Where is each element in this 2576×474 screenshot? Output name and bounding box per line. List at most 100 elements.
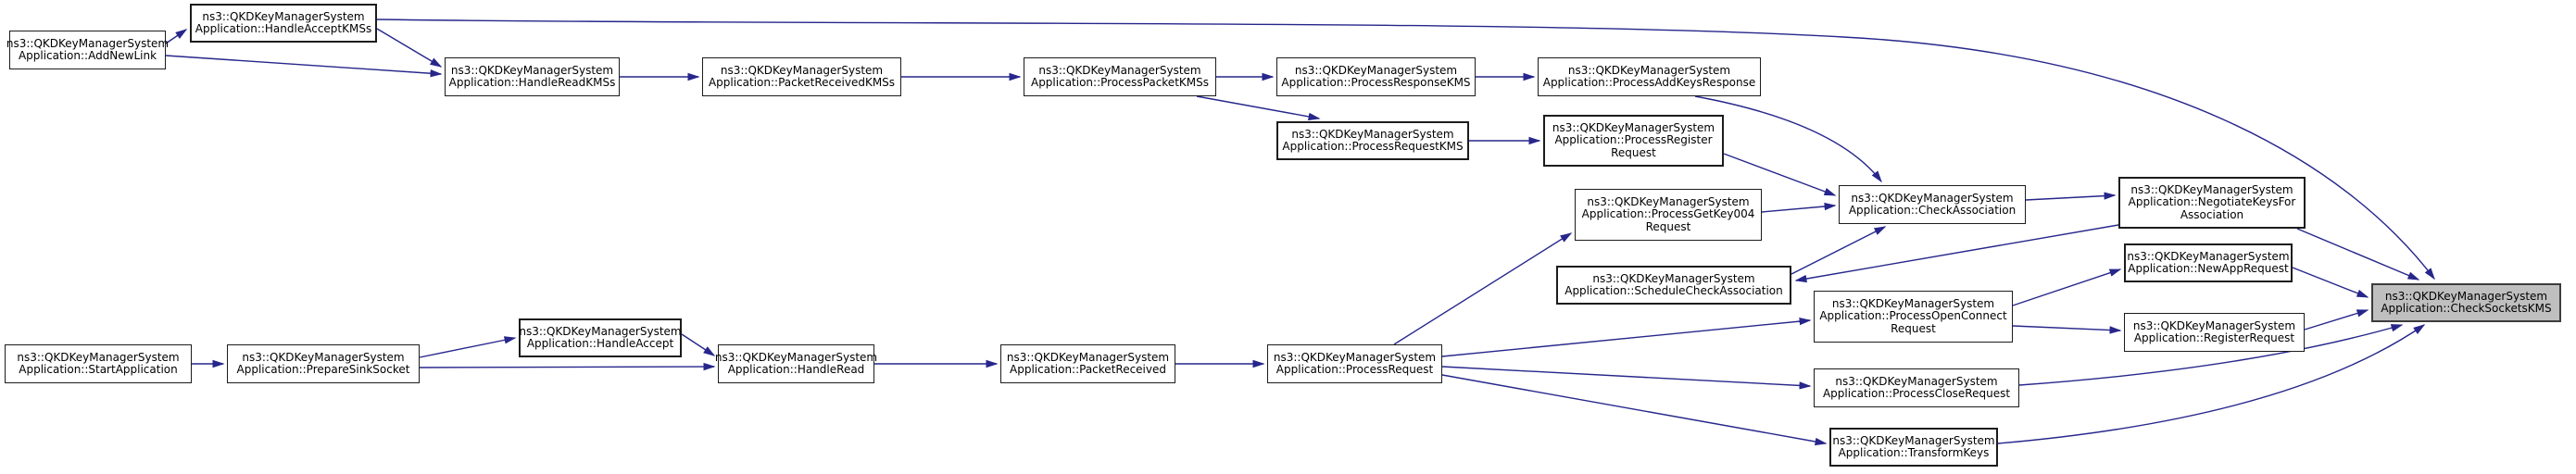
node-label-line: ns3::QKDKeyManagerSystem bbox=[1291, 127, 1454, 141]
node-label-line: Application::PacketReceivedKMSs bbox=[708, 76, 896, 89]
node-label-line: Application::ProcessCloseRequest bbox=[1822, 387, 2011, 400]
node-label-line: Application::ProcessOpenConnect bbox=[1819, 309, 2007, 323]
edge-add-new-link-to-handle-accept-kmss bbox=[165, 29, 188, 44]
edge-process-open-connect-request-to-new-app-request bbox=[2012, 268, 2122, 306]
edge-handle-accept-kmss-to-check-sockets-kms bbox=[376, 19, 2435, 281]
edge-transform-keys-to-check-sockets-kms bbox=[1997, 324, 2426, 444]
node-label-line: Application::HandleAcceptKMSs bbox=[195, 22, 372, 35]
node-label-line: ns3::QKDKeyManagerSystem bbox=[519, 324, 682, 338]
node-label-line: ns3::QKDKeyManagerSystem bbox=[1831, 296, 1995, 310]
edge-prepare-sink-socket-to-handle-read bbox=[419, 362, 716, 371]
node-label-line: Application::ProcessGetKey004 bbox=[1581, 207, 1755, 221]
node-label-line: Request bbox=[1611, 145, 1656, 159]
node-label-line: Application::HandleRead bbox=[727, 363, 865, 376]
node-label-line: Application::CheckSocketsKMS bbox=[2381, 302, 2552, 315]
node-label-line: Application::ProcessAddKeysResponse bbox=[1542, 76, 1756, 89]
node-label-line: Application::ProcessRequestKMS bbox=[1282, 140, 1464, 153]
node-label-line: Application::PrepareSinkSocket bbox=[236, 363, 410, 376]
edge-process-close-request-to-check-sockets-kms bbox=[2018, 324, 2404, 386]
node-label-line: Request bbox=[1645, 219, 1691, 233]
node-label-line: Application::CheckAssociation bbox=[1848, 204, 2017, 217]
edge-process-request-to-process-get-key004-request bbox=[1393, 232, 1573, 345]
node-label-line: ns3::QKDKeyManagerSystem bbox=[242, 350, 405, 364]
node-label-line: Application::HandleReadKMSs bbox=[448, 76, 616, 89]
node-label-line: ns3::QKDKeyManagerSystem bbox=[202, 9, 365, 23]
node-label-line: ns3::QKDKeyManagerSystem bbox=[1835, 374, 1998, 388]
node-label-line: ns3::QKDKeyManagerSystem bbox=[1006, 350, 1170, 364]
node-label-line: Application::TransformKeys bbox=[1838, 446, 1990, 459]
edge-add-new-link-to-handle-read-kmss bbox=[165, 55, 443, 78]
edge-handle-accept-kmss-to-handle-read-kmss bbox=[376, 28, 443, 68]
edge-handle-accept-to-handle-read bbox=[681, 333, 716, 356]
edge-negotiate-keys-for-association-to-schedule-check-association bbox=[1794, 224, 2119, 283]
edge-check-association-to-negotiate-keys-for-association bbox=[2025, 192, 2117, 201]
edge-schedule-check-association-to-check-association bbox=[1791, 226, 1887, 275]
node-label-line: ns3::QKDKeyManagerSystem bbox=[2132, 318, 2296, 332]
edge-process-get-key004-request-to-check-association bbox=[1761, 202, 1837, 213]
edge-process-request-to-process-close-request bbox=[1441, 366, 1812, 390]
node-label-line: Application::ProcessPacketKMSs bbox=[1030, 76, 1209, 89]
node-label-line: ns3::QKDKeyManagerSystem bbox=[1567, 63, 1731, 77]
node-label-line: Application::AddNewLink bbox=[18, 49, 157, 62]
node-label-line: Application::RegisterRequest bbox=[2133, 331, 2295, 344]
node-label-line: Request bbox=[1891, 321, 1936, 335]
node-label-line: ns3::QKDKeyManagerSystem bbox=[1832, 433, 1995, 447]
node-label-line: Application::NewAppRequest bbox=[2128, 262, 2289, 275]
node-label-line: ns3::QKDKeyManagerSystem bbox=[1592, 271, 1755, 285]
node-label-line: ns3::QKDKeyManagerSystem bbox=[6, 36, 170, 50]
edge-process-open-connect-request-to-register-request bbox=[2012, 325, 2122, 334]
node-label-line: ns3::QKDKeyManagerSystem bbox=[1294, 63, 1458, 77]
edge-negotiate-keys-for-association-to-check-sockets-kms bbox=[2296, 228, 2420, 281]
node-label-line: Application::ProcessRequest bbox=[1275, 363, 1434, 376]
node-label-line: ns3::QKDKeyManagerSystem bbox=[1273, 350, 1437, 364]
node-label-line: ns3::QKDKeyManagerSystem bbox=[714, 350, 878, 364]
node-label-line: ns3::QKDKeyManagerSystem bbox=[1851, 191, 2014, 205]
node-label-line: Association bbox=[2180, 207, 2244, 221]
node-label-line: Application::StartApplication bbox=[19, 363, 178, 376]
edge-process-packet-kmss-to-process-request-kms bbox=[1196, 95, 1321, 121]
node-label-line: ns3::QKDKeyManagerSystem bbox=[17, 350, 180, 364]
node-label-line: ns3::QKDKeyManagerSystem bbox=[450, 63, 614, 77]
edge-process-request-to-process-open-connect-request bbox=[1441, 317, 1812, 357]
node-label-line: Application::PacketReceived bbox=[1010, 363, 1166, 376]
node-label-line: Application::ProcessResponseKMS bbox=[1281, 76, 1471, 89]
node-label-line: ns3::QKDKeyManagerSystem bbox=[1038, 63, 1201, 77]
edge-register-request-to-check-sockets-kms bbox=[2304, 309, 2369, 331]
node-label-line: ns3::QKDKeyManagerSystem bbox=[2130, 182, 2293, 196]
edge-process-request-to-transform-keys bbox=[1441, 374, 1828, 446]
node-label-line: ns3::QKDKeyManagerSystem bbox=[2384, 289, 2548, 303]
edge-process-register-request-to-check-association bbox=[1723, 153, 1837, 196]
node-label-line: Application::NegotiateKeysFor bbox=[2128, 195, 2296, 209]
node-label-line: ns3::QKDKeyManagerSystem bbox=[720, 63, 884, 77]
node-label-line: ns3::QKDKeyManagerSystem bbox=[1552, 120, 1715, 134]
node-label-line: ns3::QKDKeyManagerSystem bbox=[1587, 194, 1750, 208]
edge-new-app-request-to-check-sockets-kms bbox=[2292, 267, 2369, 298]
